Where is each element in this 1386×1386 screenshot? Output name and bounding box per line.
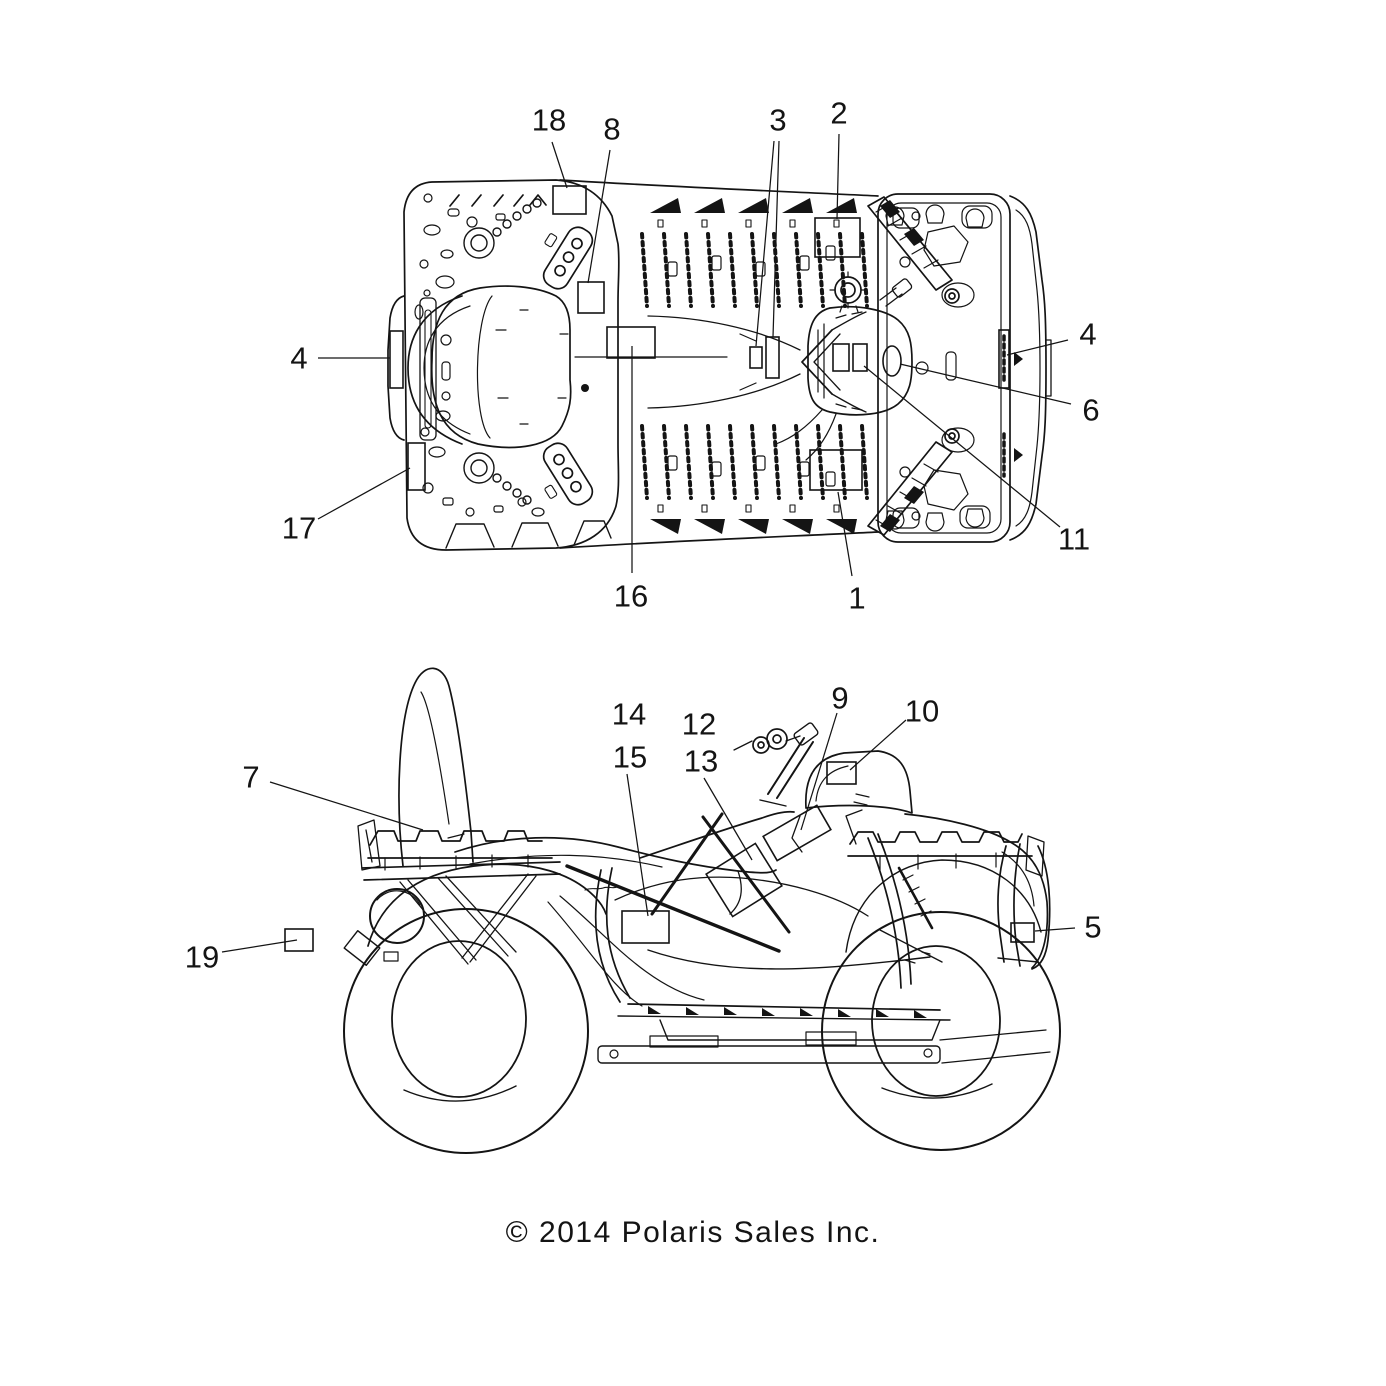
seat-side-view [454,836,777,915]
rear-rack [387,179,620,551]
callout-15: 15 [612,739,648,775]
decal-5 [1010,922,1035,943]
decal-3-small [749,346,763,369]
front-fender [904,813,1049,969]
decal-11-a [832,343,850,372]
leader-1 [837,491,853,577]
callout-8: 8 [603,111,621,147]
callout-2: 2 [830,95,848,131]
callout-14: 14 [611,696,647,732]
decal-14-15 [621,910,670,944]
decal-10 [826,761,857,785]
footwell-top [542,196,960,308]
front-bumper-side [997,843,1051,970]
mid-body [547,810,1051,1064]
rear-backrest [398,667,474,867]
front-pod [805,750,913,814]
muffler [343,888,425,966]
decal-4-left [389,330,404,389]
callout-3: 3 [769,102,787,138]
callout-12: 12 [681,706,717,742]
seat-top-view [407,285,728,449]
leader-8 [587,149,611,284]
front-shock [879,866,943,963]
tow-ring-top [463,198,542,259]
rear-fender [367,863,607,947]
decal-6 [882,345,902,377]
callout-6: 6 [1082,392,1100,428]
side-step-bottom [542,442,594,506]
leader-19 [221,939,298,953]
mirror-assembly [733,728,801,754]
callout-1: 1 [848,580,866,616]
front-end [733,722,1051,970]
leader-2 [836,133,840,220]
leader-17 [317,467,411,520]
rear-wheel [343,908,589,1154]
callout-10: 10 [904,693,940,729]
fuel-gauge [829,271,867,313]
side-view-drawing [343,667,1061,1154]
decal-19 [284,928,314,952]
tow-ring-bottom [463,452,532,505]
leader-lines [221,133,1076,953]
callout-5: 5 [1084,909,1102,945]
front-rack-side [845,809,1045,877]
steering-pod [775,271,913,461]
callout-19: 19 [184,939,220,975]
callout-11: 11 [1057,521,1091,557]
callout-18: 18 [531,102,567,138]
copyright-text: © 2014 Polaris Sales Inc. [505,1216,881,1249]
front-wheel [821,911,1061,1151]
top-view-drawing [387,179,1052,551]
leader-5 [1034,927,1076,932]
leader-14-15 [626,773,649,917]
decal-3-tall [765,336,780,379]
body-edge-lines [559,179,879,549]
front-rack [877,193,1011,543]
leader-3a [755,140,775,347]
leader-12-13 [703,777,753,861]
callout-16: 16 [613,578,649,614]
brake-strip-top [867,196,960,304]
rear-rack-side [357,819,561,965]
decal-12-13 [705,842,783,918]
decal-11-b [852,343,868,372]
decal-18 [552,185,587,215]
center-tunnel [647,311,867,413]
decal-2 [814,217,861,258]
leader-6 [899,363,1072,405]
decal-9 [762,804,832,862]
front-bumper-top-view [1002,195,1052,541]
decal-1 [809,449,863,491]
callout-4-right: 4 [1079,316,1097,352]
leader-11 [863,365,1061,528]
side-step-top [542,226,594,290]
callout-17: 17 [281,510,317,546]
callout-7: 7 [242,759,260,795]
footwell-bottom [542,424,960,536]
leader-10 [849,719,907,771]
leader-7 [269,781,424,831]
leader-18 [551,141,568,189]
decal-16 [606,326,656,359]
callout-9: 9 [831,680,849,716]
decal-8 [577,281,605,314]
leader-9 [800,712,838,831]
leader-4-right [1006,339,1069,356]
leader-3b [772,140,780,338]
callout-4-left: 4 [290,340,308,376]
decal-17 [407,442,426,491]
callout-13: 13 [683,743,719,779]
